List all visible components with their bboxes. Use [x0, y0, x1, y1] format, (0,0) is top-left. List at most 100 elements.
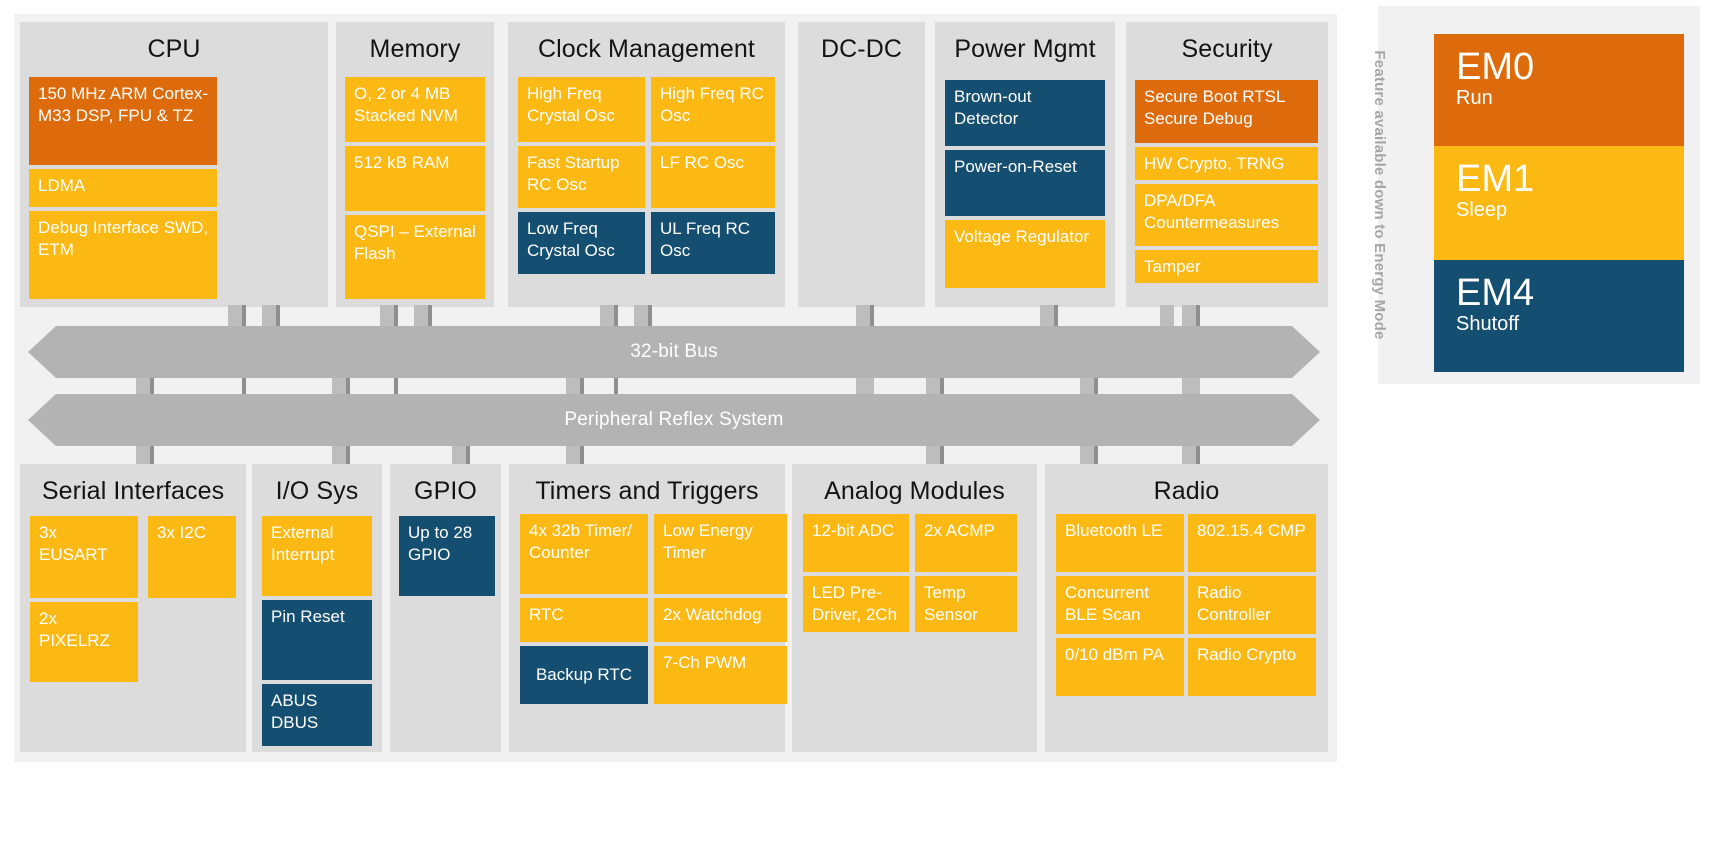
bus-prs-label: Peripheral Reflex System	[564, 409, 784, 430]
block-low-energy-timer[interactable]: Low Energy Timer	[654, 514, 787, 594]
block-tamper[interactable]: Tamper	[1135, 250, 1318, 283]
energy-mode-legend: Feature available down to Energy Mode EM…	[1372, 6, 1700, 384]
connector-stub	[580, 446, 584, 466]
connector-stub	[136, 446, 150, 466]
legend-em4-name: Shutoff	[1456, 313, 1520, 335]
connector-stub	[1080, 446, 1094, 466]
panel-radio: Radio Bluetooth LE 802.15.4 CMP Concurre…	[1045, 464, 1328, 752]
block-802154-cmp[interactable]: 802.15.4 CMP	[1188, 514, 1316, 572]
legend-em1: EM1 Sleep	[1434, 146, 1684, 260]
panel-title-clock-management: Clock Management	[538, 35, 755, 63]
block-hw-crypto-trng[interactable]: HW Crypto, TRNG	[1135, 147, 1318, 180]
block-voltage-regulator[interactable]: Voltage Regulator	[945, 220, 1105, 288]
block-ul-freq-rc-osc[interactable]: UL Freq RC Osc	[651, 212, 775, 274]
block-abus-dbus[interactable]: ABUS DBUS	[262, 684, 372, 746]
connector-stub	[648, 305, 652, 331]
panel-title-dc-dc: DC-DC	[820, 35, 903, 63]
block-rtc[interactable]: RTC	[520, 598, 648, 642]
block-temp-sensor[interactable]: Temp Sensor	[915, 576, 1017, 632]
legend-caption: Feature available down to Energy Mode	[1371, 50, 1389, 340]
block-up-to-28-gpio[interactable]: Up to 28 GPIO	[399, 516, 495, 596]
panel-title-analog-modules: Analog Modules	[824, 477, 1005, 505]
block-lf-crystal-osc[interactable]: Low Freq Crystal Osc	[518, 212, 645, 274]
connector-stub	[150, 446, 154, 466]
block-qspi-external-flash[interactable]: QSPI – External Flash	[345, 215, 485, 299]
legend-em4: EM4 Shutoff	[1434, 260, 1684, 372]
bus-32bit: 32-bit Bus	[56, 326, 1292, 378]
block-external-interrupt[interactable]: External Interrupt	[262, 516, 372, 596]
panel-io-sys: I/O Sys External Interrupt Pin Reset ABU…	[252, 464, 382, 752]
block-ldma[interactable]: LDMA	[29, 169, 217, 207]
connector-stub	[600, 305, 614, 331]
bus-peripheral-reflex-system: Peripheral Reflex System	[56, 394, 1292, 446]
block-power-on-reset[interactable]: Power-on-Reset	[945, 150, 1105, 216]
block-hf-crystal-osc[interactable]: High Freq Crystal Osc	[518, 77, 645, 142]
block-brown-out-detector[interactable]: Brown-out Detector	[945, 80, 1105, 146]
panel-gpio: GPIO Up to 28 GPIO	[390, 464, 501, 752]
connector-stub	[414, 305, 428, 331]
connector-stub	[332, 378, 346, 394]
block-radio-crypto[interactable]: Radio Crypto	[1188, 638, 1316, 696]
bus-arrow-right	[1292, 326, 1320, 378]
panel-clock-management: Clock Management High Freq Crystal Osc H…	[508, 22, 785, 307]
block-7ch-pwm[interactable]: 7-Ch PWM	[654, 646, 787, 704]
connector-stub	[346, 446, 350, 466]
connector-stub	[228, 305, 242, 331]
block-concurrent-ble-scan[interactable]: Concurrent BLE Scan	[1056, 576, 1184, 634]
panel-title-io-sys: I/O Sys	[275, 477, 359, 505]
legend-em0: EM0 Run	[1434, 34, 1684, 146]
block-stacked-nvm[interactable]: O, 2 or 4 MB Stacked NVM	[345, 77, 485, 142]
block-watchdog[interactable]: 2x Watchdog	[654, 598, 787, 642]
connector-stub	[1094, 446, 1098, 466]
connector-stub	[1182, 446, 1196, 466]
block-radio-controller[interactable]: Radio Controller	[1188, 576, 1316, 634]
panel-title-power-mgmt: Power Mgmt	[954, 35, 1096, 63]
legend-em4-id: EM4	[1456, 272, 1535, 314]
legend-em1-name: Sleep	[1456, 199, 1508, 221]
block-led-pre-driver[interactable]: LED Pre-Driver, 2Ch	[803, 576, 909, 632]
connector-stub	[566, 378, 580, 394]
block-acmp[interactable]: 2x ACMP	[915, 514, 1017, 572]
connector-stub	[1196, 446, 1200, 466]
block-eusart[interactable]: 3x EUSART	[30, 516, 138, 598]
panel-timers-and-triggers: Timers and Triggers 4x 32b Timer/ Counte…	[509, 464, 787, 752]
connector-stub	[1094, 378, 1098, 394]
panel-title-radio: Radio	[1153, 477, 1220, 505]
block-dpa-dfa-countermeasures[interactable]: DPA/DFA Countermeasures	[1135, 184, 1318, 246]
legend-em0-id: EM0	[1456, 46, 1535, 88]
block-ram[interactable]: 512 kB RAM	[345, 146, 485, 211]
bus-arrow-left	[28, 326, 56, 378]
block-pin-reset[interactable]: Pin Reset	[262, 600, 372, 680]
connector-stub	[394, 378, 398, 394]
connector-stub	[466, 446, 470, 466]
block-fast-startup-rc-osc[interactable]: Fast Startup RC Osc	[518, 146, 645, 208]
connector-stub	[1080, 378, 1094, 394]
block-i2c[interactable]: 3x I2C	[148, 516, 236, 598]
connector-stub	[346, 378, 350, 394]
connector-stub	[926, 378, 940, 394]
panel-title-cpu: CPU	[147, 35, 201, 63]
panel-title-timers-and-triggers: Timers and Triggers	[535, 477, 759, 505]
block-12bit-adc[interactable]: 12-bit ADC	[803, 514, 909, 572]
block-pa[interactable]: 0/10 dBm PA	[1056, 638, 1184, 696]
block-hf-rc-osc[interactable]: High Freq RC Osc	[651, 77, 775, 142]
block-lf-rc-osc[interactable]: LF RC Osc	[651, 146, 775, 208]
block-backup-rtc[interactable]: Backup RTC	[520, 646, 648, 704]
panel-power-mgmt: Power Mgmt Brown-out Detector Power-on-R…	[935, 22, 1115, 307]
connector-stub	[276, 305, 280, 331]
block-pixelrz[interactable]: 2x PIXELRZ	[30, 602, 138, 682]
block-secure-boot[interactable]: Secure Boot RTSL Secure Debug	[1135, 80, 1318, 143]
connector-stub	[856, 378, 874, 394]
block-debug-interface[interactable]: Debug Interface SWD, ETM	[29, 211, 217, 299]
connector-stub	[940, 378, 944, 394]
block-timer-counter[interactable]: 4x 32b Timer/ Counter	[520, 514, 648, 594]
legend-em1-id: EM1	[1456, 158, 1535, 200]
block-bluetooth-le[interactable]: Bluetooth LE	[1056, 514, 1184, 572]
connector-stub	[332, 446, 346, 466]
connector-stub	[1054, 305, 1058, 331]
connector-stub	[242, 378, 246, 394]
panel-security: Security Secure Boot RTSL Secure Debug H…	[1126, 22, 1328, 307]
block-cpu-core[interactable]: 150 MHz ARM Cortex-M33 DSP, FPU & TZ	[29, 77, 217, 165]
bus-gap	[56, 378, 1292, 394]
